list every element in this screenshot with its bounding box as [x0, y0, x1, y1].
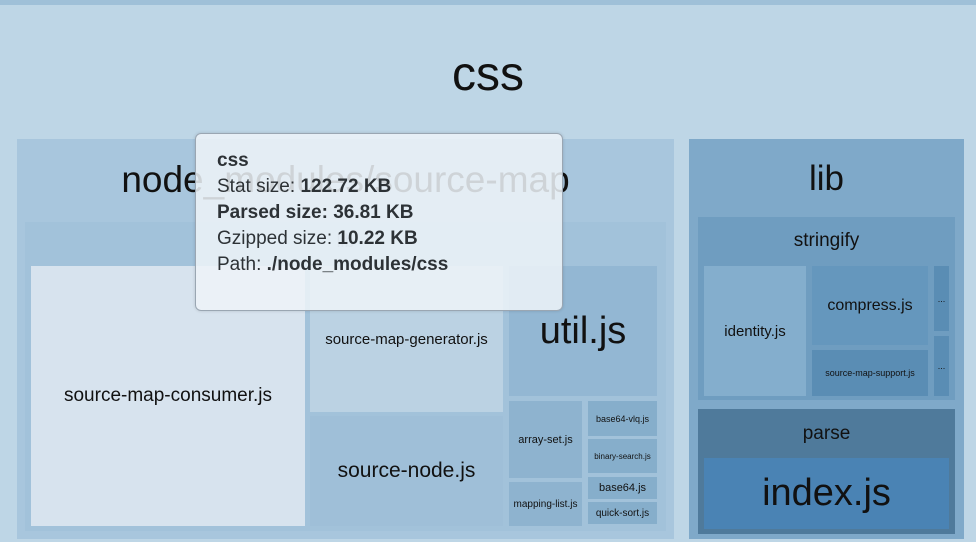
tooltip-gzipped-size: Gzipped size: 10.22 KB [217, 228, 418, 249]
group-lib[interactable]: lib stringify identity.js compress.js so… [689, 139, 964, 539]
group-parse[interactable]: parse index.js [698, 409, 955, 534]
tooltip-parsed-size: Parsed size: 36.81 KB [217, 202, 414, 223]
file-more-2[interactable]: ... [934, 336, 949, 396]
file-base64[interactable]: base64.js [588, 477, 657, 499]
file-base64-vlq[interactable]: base64-vlq.js [588, 401, 657, 436]
group-stringify[interactable]: stringify identity.js compress.js source… [698, 217, 955, 400]
file-index[interactable]: index.js [704, 458, 949, 529]
file-more-1[interactable]: ... [934, 266, 949, 331]
group-label: parse [802, 423, 851, 444]
file-source-map-support[interactable]: source-map-support.js [812, 350, 928, 396]
tooltip-path: Path: ./node_modules/css [217, 254, 449, 275]
tooltip: css Stat size: 122.72 KB Parsed size: 36… [195, 133, 563, 311]
file-array-set[interactable]: array-set.js [509, 401, 582, 478]
group-label: stringify [793, 230, 860, 251]
file-mapping-list[interactable]: mapping-list.js [509, 482, 582, 526]
file-quick-sort[interactable]: quick-sort.js [588, 502, 657, 524]
file-identity[interactable]: identity.js [704, 266, 806, 396]
group-label: lib [808, 159, 845, 198]
file-source-node[interactable]: source-node.js [310, 416, 503, 526]
tooltip-title: css [217, 150, 249, 171]
root-label: css [452, 48, 524, 101]
file-binary-search[interactable]: binary-search.js [588, 439, 657, 473]
file-compress[interactable]: compress.js [812, 266, 928, 345]
tooltip-stat-size: Stat size: 122.72 KB [217, 176, 392, 197]
